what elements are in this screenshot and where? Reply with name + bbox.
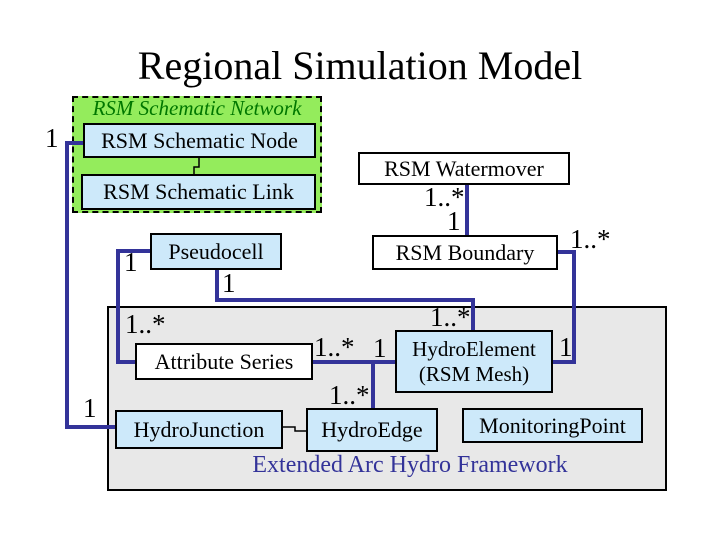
multiplicity-hydroelement-top-many: 1..*: [430, 302, 471, 332]
node-hydro-junction: HydroJunction: [115, 410, 283, 449]
multiplicity-hydrojunction-one: 1: [83, 393, 97, 423]
connector-hydrojunction-hydroedge: [283, 426, 306, 432]
node-rsm-schematic-node: RSM Schematic Node: [83, 123, 316, 158]
group-rsm-schematic-network-label: RSM Schematic Network: [92, 96, 302, 120]
node-hydro-edge: HydroEdge: [306, 408, 438, 452]
multiplicity-pseudocell-bottom-one: 1: [222, 268, 236, 298]
node-attribute-series: Attribute Series: [135, 343, 313, 380]
connector-schematicnode-hydrojunction: [65, 141, 115, 429]
multiplicity-schematicnode-one: 1: [45, 123, 59, 153]
multiplicity-attributeseries-right-many: 1..*: [314, 332, 355, 362]
multiplicity-pseudocell-left-one: 1: [124, 247, 138, 277]
node-rsm-watermover: RSM Watermover: [358, 152, 570, 185]
multiplicity-boundary-right-many: 1..*: [570, 224, 611, 254]
connector-schematicnode-schematiclink: [193, 158, 200, 174]
group-extended-arc-hydro-framework-label: Extended Arc Hydro Framework: [252, 452, 568, 478]
page-title: Regional Simulation Model: [137, 43, 583, 88]
multiplicity-hydroelement-left-one: 1: [373, 333, 387, 363]
multiplicity-watermover-many: 1..*: [424, 182, 465, 212]
connector-pseudocell-hydroelement: [215, 270, 475, 331]
node-hydro-element-line2: (RSM Mesh): [418, 361, 530, 386]
multiplicity-hydroedge-top-many: 1..*: [329, 380, 370, 410]
multiplicity-boundary-top-one: 1: [447, 206, 461, 236]
node-pseudocell: Pseudocell: [150, 233, 282, 270]
multiplicity-attributeseries-top-many: 1..*: [125, 309, 166, 339]
connector-pseudocell-attributeseries: [116, 249, 150, 364]
node-rsm-boundary: RSM Boundary: [372, 235, 558, 270]
node-hydro-element-line1: HydroElement: [412, 337, 536, 362]
node-rsm-schematic-link: RSM Schematic Link: [81, 174, 316, 210]
node-monitoring-point: MonitoringPoint: [462, 408, 643, 443]
connector-boundary-hydroelement: [553, 250, 576, 364]
node-hydro-element: HydroElement (RSM Mesh): [395, 330, 553, 393]
multiplicity-hydroelement-right-one: 1: [559, 332, 573, 362]
